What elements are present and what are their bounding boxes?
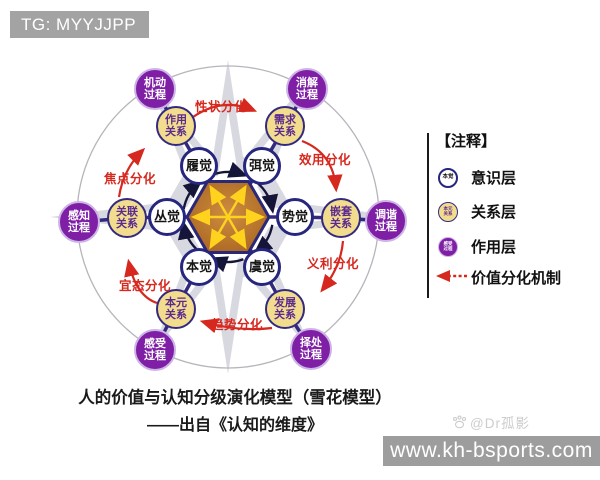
process-label: 感知过程 bbox=[68, 209, 90, 234]
process-label: 择处过程 bbox=[300, 336, 322, 361]
process-node-top-left: 机动过程 bbox=[134, 68, 176, 110]
consciousness-node-right: 势觉 bbox=[276, 198, 314, 236]
process-node-left: 感知过程 bbox=[58, 201, 100, 243]
legend-item-action: 感受过程 作用层 bbox=[438, 236, 516, 257]
consciousness-layer-icon: 本觉 bbox=[438, 167, 458, 188]
relation-label: 关联关系 bbox=[116, 205, 138, 230]
relation-node-top-right: 需求关系 bbox=[265, 106, 305, 146]
relation-label: 嵌套关系 bbox=[330, 205, 352, 230]
legend-item-relation: 本元关系 关系层 bbox=[438, 201, 516, 222]
relation-label: 作用关系 bbox=[165, 113, 187, 138]
relation-node-right: 嵌套关系 bbox=[321, 198, 361, 238]
legend-arrow-icon bbox=[436, 270, 467, 282]
site-watermark-bar: www.kh-bsports.com bbox=[383, 436, 600, 466]
relation-node-top-left: 作用关系 bbox=[156, 106, 196, 146]
author-watermark: @Dr孤影 bbox=[452, 412, 530, 432]
mechanism-label-upper-right: 效用分化 bbox=[298, 153, 351, 167]
site-watermark-text: www.kh-bsports.com bbox=[390, 439, 593, 462]
consciousness-label: 本觉 bbox=[185, 258, 212, 274]
relation-node-left: 关联关系 bbox=[107, 198, 147, 238]
mechanism-label-bottom: 趋势分化 bbox=[210, 318, 263, 332]
process-label: 感受过程 bbox=[144, 337, 166, 362]
consciousness-node-bottom-left: 本觉 bbox=[180, 248, 218, 286]
process-node-bottom-left: 感受过程 bbox=[134, 329, 176, 371]
relation-label: 本元关系 bbox=[165, 296, 187, 321]
action-layer-icon: 感受过程 bbox=[438, 236, 458, 257]
legend-item-mechanism: 价值分化机制 bbox=[471, 270, 562, 287]
consciousness-node-top-right: 弭觉 bbox=[243, 147, 281, 185]
relation-node-bottom-left: 本元关系 bbox=[156, 289, 196, 329]
consciousness-label: 履觉 bbox=[185, 157, 212, 173]
mechanism-label-top: 性状分化 bbox=[194, 100, 247, 114]
legend-icon-text: 感受过程 bbox=[443, 240, 453, 251]
process-node-right: 调谐过程 bbox=[365, 200, 407, 242]
process-label: 机动过程 bbox=[144, 76, 166, 101]
author-watermark-text: @Dr孤影 bbox=[470, 416, 530, 431]
hexagon-radial-arrows bbox=[190, 184, 266, 250]
legend-item-consciousness: 本觉 意识层 bbox=[438, 167, 516, 188]
mechanism-label-lower-left: 宜态分化 bbox=[118, 279, 171, 293]
relation-node-bottom-right: 发展关系 bbox=[265, 289, 305, 329]
mechanism-arrows bbox=[117, 97, 345, 334]
process-label: 消解过程 bbox=[296, 76, 318, 101]
legend-item-label: 作用层 bbox=[471, 239, 517, 256]
legend-icon-text: 本觉 bbox=[442, 174, 454, 181]
process-node-top-right: 消解过程 bbox=[286, 68, 328, 110]
legend-item-label: 意识层 bbox=[471, 170, 517, 187]
paw-icon bbox=[452, 415, 467, 429]
process-node-bottom-right: 择处过程 bbox=[290, 328, 332, 370]
relation-label: 发展关系 bbox=[274, 296, 296, 321]
consciousness-node-top-left: 履觉 bbox=[180, 147, 218, 185]
diagram-source: ——出自《认知的维度》 bbox=[146, 417, 323, 434]
mechanism-label-lower-right: 义利分化 bbox=[306, 257, 359, 271]
mechanism-label-upper-left: 焦点分化 bbox=[103, 172, 156, 186]
process-label: 调谐过程 bbox=[375, 208, 397, 233]
tg-badge: TG: MYYJJPP bbox=[10, 11, 149, 38]
consciousness-label: 势觉 bbox=[281, 208, 308, 224]
diagram-title: 人的价值与认知分级演化模型（雪花模型） bbox=[78, 389, 392, 407]
relation-label: 需求关系 bbox=[274, 113, 296, 138]
consciousness-label: 虞觉 bbox=[248, 258, 275, 274]
consciousness-node-bottom-right: 虞觉 bbox=[243, 248, 281, 286]
consciousness-label: 丛觉 bbox=[153, 208, 180, 224]
relation-layer-icon: 本元关系 bbox=[438, 201, 458, 222]
consciousness-node-left: 丛觉 bbox=[148, 198, 186, 236]
legend-icon-text: 本元关系 bbox=[443, 205, 453, 216]
legend-item-label: 关系层 bbox=[471, 204, 517, 221]
legend-title: 【注释】 bbox=[436, 133, 497, 150]
consciousness-label: 弭觉 bbox=[248, 157, 275, 173]
